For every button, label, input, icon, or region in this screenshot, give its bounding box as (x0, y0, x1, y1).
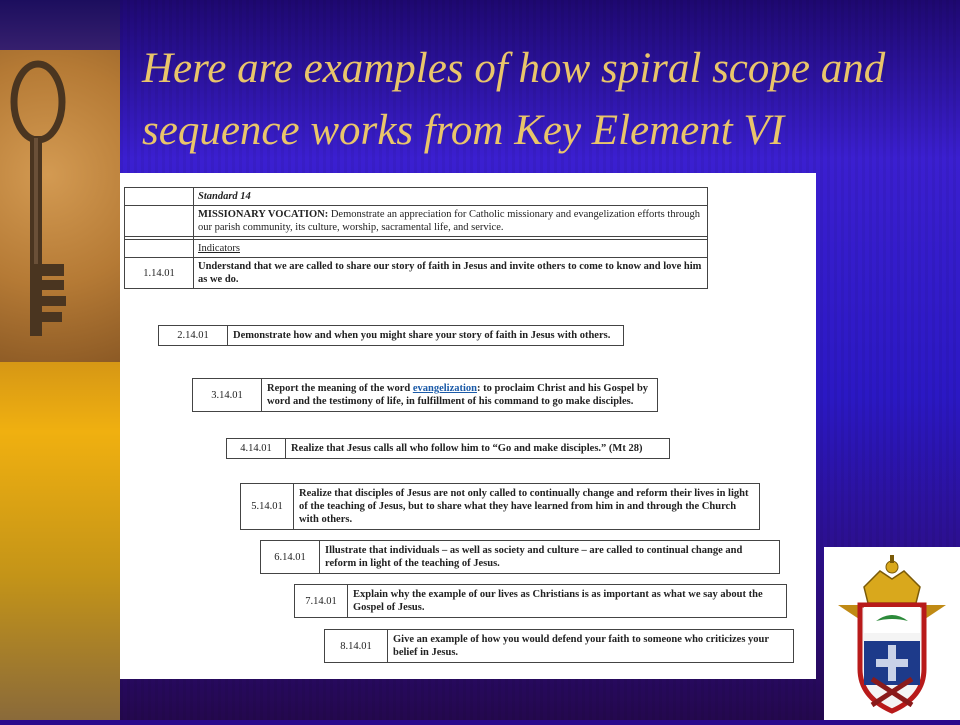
indicator-code: 4.14.01 (226, 438, 286, 459)
indicator-row: 5.14.01 Realize that disciples of Jesus … (240, 483, 760, 530)
indicator-code: 6.14.01 (260, 540, 320, 574)
evangelization-link[interactable]: evangelization (412, 383, 477, 394)
indicators-label: Indicators (193, 239, 708, 258)
slide-title: Here are examples of how spiral scope an… (142, 38, 952, 162)
indicator-row: 3.14.01 Report the meaning of the word e… (192, 378, 658, 412)
standard-description: MISSIONARY VOCATION: Demonstrate an appr… (193, 205, 708, 237)
document-excerpt: Standard 14 MISSIONARY VOCATION: Demonst… (120, 173, 816, 679)
indicator-text: Understand that we are called to share o… (193, 257, 708, 289)
indicator-code: 5.14.01 (240, 483, 294, 530)
indicator-text: Explain why the example of our lives as … (347, 584, 787, 618)
indicator-row: 2.14.01 Demonstrate how and when you mig… (158, 325, 624, 346)
diocese-coat-of-arms (824, 547, 960, 720)
standard-heading: Standard 14 (193, 187, 708, 206)
indicator-text: Realize that disciples of Jesus are not … (293, 483, 760, 530)
indicator-text: Illustrate that individuals – as well as… (319, 540, 780, 574)
title-line-2: sequence works from Key Element VI (142, 107, 785, 154)
indicator-row: 4.14.01 Realize that Jesus calls all who… (226, 438, 670, 459)
antique-key-image (0, 50, 120, 362)
indicator-row: 6.14.01 Illustrate that individuals – as… (260, 540, 780, 574)
indicator-text: Report the meaning of the word evangeliz… (261, 378, 658, 412)
indicator-text: Demonstrate how and when you might share… (227, 325, 624, 346)
indicator-row: 8.14.01 Give an example of how you would… (324, 629, 794, 663)
indicator-text: Give an example of how you would defend … (387, 629, 794, 663)
indicator-text: Realize that Jesus calls all who follow … (285, 438, 670, 459)
standard-table: Standard 14 MISSIONARY VOCATION: Demonst… (124, 187, 708, 289)
indicator-code: 2.14.01 (158, 325, 228, 346)
indicator-row: 7.14.01 Explain why the example of our l… (294, 584, 787, 618)
indicator-code: 3.14.01 (192, 378, 262, 412)
indicator-code: 7.14.01 (294, 584, 348, 618)
title-line-1: Here are examples of how spiral scope an… (142, 45, 886, 92)
indicator-code: 1.14.01 (124, 257, 194, 289)
indicator-code: 8.14.01 (324, 629, 388, 663)
standard-name: MISSIONARY VOCATION: (198, 209, 329, 220)
